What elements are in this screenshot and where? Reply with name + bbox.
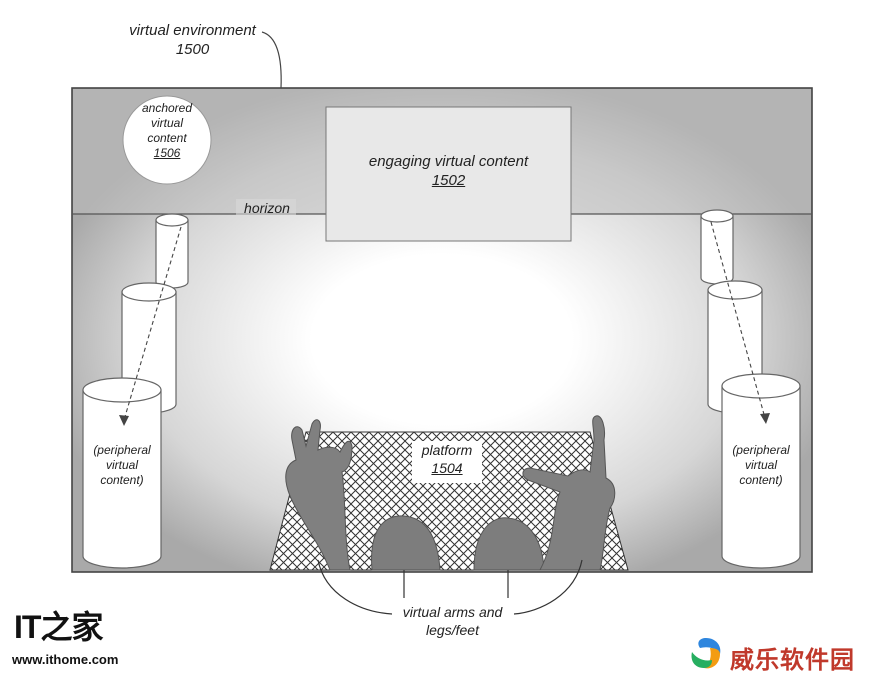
engaging-content-title: engaging virtual content bbox=[368, 153, 529, 170]
anchored-line1: anchored bbox=[141, 101, 193, 115]
arms-legs-line2: legs/feet bbox=[426, 621, 479, 638]
horizon-label: horizon bbox=[244, 200, 290, 216]
peripheral-right-line2: virtual bbox=[744, 458, 777, 472]
peripheral-sight-lines bbox=[123, 221, 766, 421]
peripheral-left-line1: (peripheral bbox=[93, 443, 151, 457]
platform-label: platform 1504 bbox=[412, 442, 482, 477]
environment-leader bbox=[261, 31, 282, 89]
peripheral-right-line3: content) bbox=[739, 473, 783, 487]
peripheral-left-line2: virtual bbox=[105, 458, 138, 472]
arms-legs-line1: virtual arms and bbox=[402, 604, 503, 620]
virtual-legs bbox=[371, 515, 545, 571]
right-cylinders bbox=[700, 209, 801, 569]
peripheral-left-line3: content) bbox=[100, 473, 144, 487]
environment-title: virtual environment bbox=[129, 22, 256, 39]
brand-text: 威乐软件园 bbox=[730, 646, 855, 674]
horizon-label-bg bbox=[236, 199, 296, 215]
anchored-line2: virtual bbox=[150, 116, 183, 130]
anchored-line3: content bbox=[147, 131, 187, 145]
platform-title: platform bbox=[421, 442, 473, 458]
virtual-arms bbox=[285, 415, 616, 571]
platform bbox=[269, 431, 629, 571]
anchored-content-label: anchored virtual content 1506 bbox=[127, 101, 207, 161]
anchored-content-circle bbox=[122, 95, 212, 185]
anchored-ref: 1506 bbox=[153, 146, 181, 160]
ithome-logo-text: IT之家 bbox=[14, 609, 103, 645]
peripheral-content-left: (peripheral virtual content) bbox=[84, 443, 160, 488]
peripheral-right-line1: (peripheral bbox=[732, 443, 790, 457]
arrowheads bbox=[119, 413, 770, 426]
ithome-url: www.ithome.com bbox=[12, 652, 119, 667]
arms-legs-label: virtual arms and legs/feet bbox=[380, 604, 525, 639]
ithome-logo: IT之家 bbox=[14, 602, 103, 648]
engaging-content-label: engaging virtual content 1502 bbox=[326, 153, 571, 191]
platform-label-bg bbox=[412, 441, 482, 483]
engaging-content-panel bbox=[325, 106, 572, 242]
environment-label: virtual environment 1500 bbox=[120, 22, 265, 60]
engaging-content-ref: 1502 bbox=[431, 171, 466, 189]
environment-ref: 1500 bbox=[175, 40, 210, 58]
peripheral-content-right: (peripheral virtual content) bbox=[723, 443, 799, 488]
platform-ref: 1504 bbox=[431, 459, 463, 476]
arms-label-leaders bbox=[317, 559, 583, 615]
left-cylinders bbox=[82, 213, 189, 569]
brand-logo-icon bbox=[691, 638, 721, 669]
